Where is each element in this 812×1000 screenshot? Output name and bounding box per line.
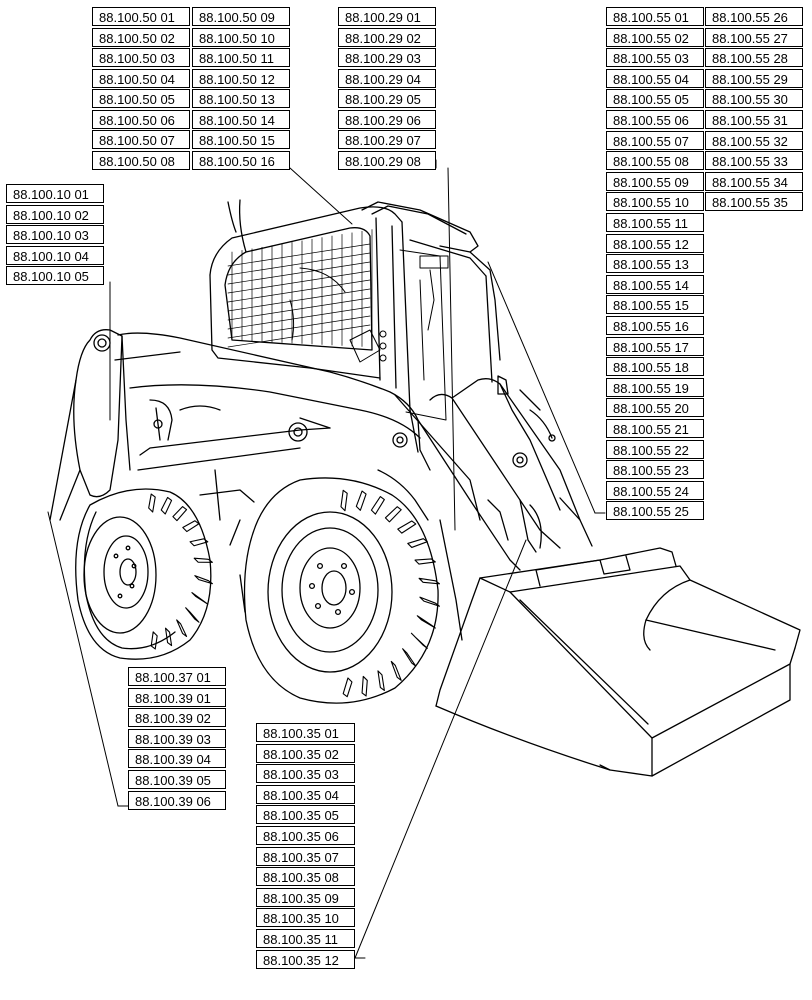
- ref-label-37-39-col1-3[interactable]: 88.100.39 02: [128, 708, 226, 728]
- leader-lines: [47, 159, 606, 959]
- ref-label-55-col1-19[interactable]: 88.100.55 19: [606, 377, 704, 397]
- ref-label-35-col1-1[interactable]: 88.100.35 01: [256, 723, 355, 742]
- ref-label-55-col1-9[interactable]: 88.100.55 09: [606, 171, 704, 191]
- ref-label-55-col2-9[interactable]: 88.100.55 34: [705, 171, 803, 191]
- cab-frame: [209, 199, 501, 453]
- ref-label-29-col1-8[interactable]: 88.100.29 08: [338, 150, 436, 170]
- ref-label-55-col2-1[interactable]: 88.100.55 26: [705, 7, 803, 26]
- ref-label-35-col1-11[interactable]: 88.100.35 11: [256, 929, 355, 948]
- ref-label-55-col2-5[interactable]: 88.100.55 30: [705, 89, 803, 109]
- ref-label-37-39-col1-5[interactable]: 88.100.39 04: [128, 749, 226, 769]
- ref-label-55-col1-14[interactable]: 88.100.55 14: [606, 274, 704, 294]
- ref-label-37-39-col1-2[interactable]: 88.100.39 01: [128, 687, 226, 707]
- ref-label-50-col2-7[interactable]: 88.100.50 15: [192, 130, 290, 149]
- ref-label-35-col1-5[interactable]: 88.100.35 05: [256, 805, 355, 825]
- ref-label-55-col1-17[interactable]: 88.100.55 17: [606, 336, 704, 356]
- ref-label-55-col1-3[interactable]: 88.100.55 03: [606, 48, 704, 68]
- ref-label-55-col1-11[interactable]: 88.100.55 11: [606, 213, 704, 232]
- ref-label-50-col2-6[interactable]: 88.100.50 14: [192, 109, 290, 129]
- ref-label-35-col1-7[interactable]: 88.100.35 07: [256, 846, 355, 866]
- ref-label-50-col1-7[interactable]: 88.100.50 07: [92, 130, 190, 149]
- ref-label-55-col2-4[interactable]: 88.100.55 29: [705, 68, 803, 88]
- ref-label-35-col1-3[interactable]: 88.100.35 03: [256, 764, 355, 784]
- ref-label-10-col1-4[interactable]: 88.100.10 04: [6, 245, 104, 265]
- ref-label-55-col1-10[interactable]: 88.100.55 10: [606, 192, 704, 212]
- ref-label-50-col1-2[interactable]: 88.100.50 02: [92, 27, 190, 47]
- ref-label-55-col2-8[interactable]: 88.100.55 33: [705, 151, 803, 171]
- ref-label-29-col1-5[interactable]: 88.100.29 05: [338, 89, 436, 108]
- ref-label-10-col1-5[interactable]: 88.100.10 05: [6, 266, 104, 285]
- ref-label-55-col1-21[interactable]: 88.100.55 21: [606, 419, 704, 438]
- ref-label-37-39-col1-1[interactable]: 88.100.37 01: [128, 667, 226, 686]
- ref-label-50-col2-1[interactable]: 88.100.50 09: [192, 7, 290, 26]
- ref-label-29-col1-6[interactable]: 88.100.29 06: [338, 109, 436, 129]
- ref-label-37-39-col1-7[interactable]: 88.100.39 06: [128, 790, 226, 810]
- ref-label-55-col1-16[interactable]: 88.100.55 16: [606, 316, 704, 335]
- ref-label-55-col1-24[interactable]: 88.100.55 24: [606, 480, 704, 500]
- ref-label-10-col1-3[interactable]: 88.100.10 03: [6, 225, 104, 244]
- ref-label-50-col1-6[interactable]: 88.100.50 06: [92, 109, 190, 129]
- bucket: [435, 547, 801, 777]
- ref-label-55-col1-2[interactable]: 88.100.55 02: [606, 27, 704, 47]
- ref-label-50-col1-3[interactable]: 88.100.50 03: [92, 48, 190, 67]
- ref-label-55-col1-1[interactable]: 88.100.55 01: [606, 7, 704, 26]
- ref-label-55-col1-23[interactable]: 88.100.55 23: [606, 460, 704, 480]
- ref-label-50-col2-4[interactable]: 88.100.50 12: [192, 68, 290, 88]
- ref-label-55-col1-25[interactable]: 88.100.55 25: [606, 501, 704, 521]
- ref-label-35-col1-4[interactable]: 88.100.35 04: [256, 784, 355, 804]
- ref-label-50-col2-2[interactable]: 88.100.50 10: [192, 27, 290, 47]
- ref-label-55-col1-7[interactable]: 88.100.55 07: [606, 130, 704, 150]
- ref-label-50-col2-3[interactable]: 88.100.50 11: [192, 48, 290, 67]
- ref-label-10-col1-2[interactable]: 88.100.10 02: [6, 204, 104, 224]
- ref-label-35-col1-6[interactable]: 88.100.35 06: [256, 826, 355, 845]
- ref-label-50-col1-4[interactable]: 88.100.50 04: [92, 68, 190, 88]
- ref-label-55-col2-6[interactable]: 88.100.55 31: [705, 110, 803, 129]
- ref-label-35-col1-2[interactable]: 88.100.35 02: [256, 743, 355, 763]
- ref-label-37-39-col1-6[interactable]: 88.100.39 05: [128, 770, 226, 789]
- ref-label-55-col1-20[interactable]: 88.100.55 20: [606, 398, 704, 418]
- ref-label-37-39-col1-4[interactable]: 88.100.39 03: [128, 728, 226, 748]
- ref-label-55-col1-15[interactable]: 88.100.55 15: [606, 295, 704, 315]
- ref-label-29-col1-2[interactable]: 88.100.29 02: [338, 27, 436, 47]
- wheel-front-right: [243, 477, 441, 704]
- ref-label-55-col1-4[interactable]: 88.100.55 04: [606, 68, 704, 88]
- ref-label-29-col1-1[interactable]: 88.100.29 01: [338, 7, 436, 26]
- lift-arm-left: [49, 329, 181, 521]
- ref-label-10-col1-1[interactable]: 88.100.10 01: [6, 184, 104, 203]
- cab-side-cage: [227, 229, 373, 348]
- ref-label-55-col1-12[interactable]: 88.100.55 12: [606, 233, 704, 253]
- wheel-front-left: [75, 488, 213, 660]
- ref-label-55-col1-5[interactable]: 88.100.55 05: [606, 89, 704, 109]
- ref-label-35-col1-9[interactable]: 88.100.35 09: [256, 887, 355, 907]
- ref-label-55-col2-2[interactable]: 88.100.55 27: [705, 27, 803, 47]
- ref-label-50-col1-1[interactable]: 88.100.50 01: [92, 7, 190, 26]
- ref-label-29-col1-7[interactable]: 88.100.29 07: [338, 130, 436, 149]
- ref-label-50-col2-5[interactable]: 88.100.50 13: [192, 89, 290, 108]
- ref-label-55-col2-3[interactable]: 88.100.55 28: [705, 48, 803, 68]
- ref-label-50-col1-5[interactable]: 88.100.50 05: [92, 89, 190, 108]
- ref-label-55-col2-7[interactable]: 88.100.55 32: [705, 130, 803, 150]
- ref-label-55-col1-22[interactable]: 88.100.55 22: [606, 439, 704, 459]
- loader-body: [117, 332, 481, 641]
- ref-label-35-col1-12[interactable]: 88.100.35 12: [256, 949, 355, 969]
- ref-label-29-col1-4[interactable]: 88.100.29 04: [338, 68, 436, 88]
- ref-label-50-col1-8[interactable]: 88.100.50 08: [92, 150, 190, 170]
- ref-label-35-col1-10[interactable]: 88.100.35 10: [256, 908, 355, 928]
- ref-label-55-col1-8[interactable]: 88.100.55 08: [606, 151, 704, 171]
- lift-arm-right: [417, 375, 593, 571]
- ref-label-55-col2-10[interactable]: 88.100.55 35: [705, 192, 803, 212]
- ref-label-29-col1-3[interactable]: 88.100.29 03: [338, 48, 436, 67]
- ref-label-50-col2-8[interactable]: 88.100.50 16: [192, 150, 290, 170]
- ref-label-55-col1-13[interactable]: 88.100.55 13: [606, 254, 704, 274]
- ref-label-55-col1-18[interactable]: 88.100.55 18: [606, 357, 704, 377]
- ref-label-35-col1-8[interactable]: 88.100.35 08: [256, 867, 355, 887]
- ref-label-55-col1-6[interactable]: 88.100.55 06: [606, 110, 704, 129]
- cab-interior: [289, 249, 449, 421]
